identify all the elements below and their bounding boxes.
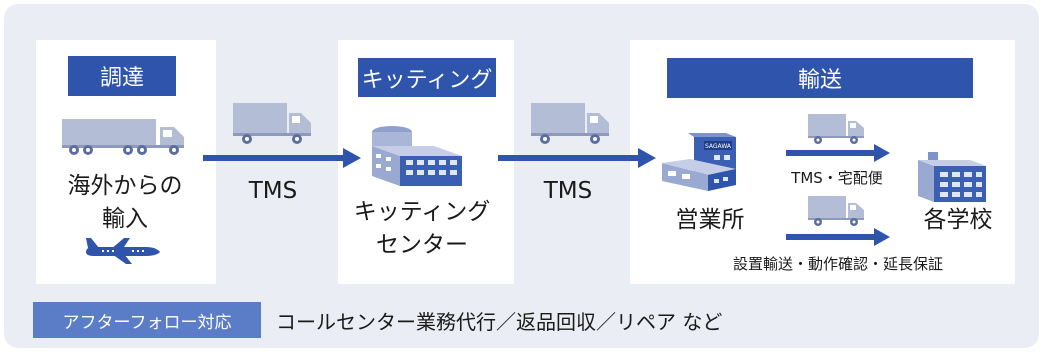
after-follow-text: コールセンター業務代行／返品回収／リペア など bbox=[276, 310, 723, 334]
airplane-icon bbox=[86, 238, 160, 264]
arrow-icon bbox=[498, 148, 656, 168]
truck-icon bbox=[808, 114, 864, 144]
link-label-tms-2: TMS bbox=[543, 178, 593, 204]
procurement-header: 調達 bbox=[68, 56, 176, 96]
origin-label: 営業所 bbox=[675, 207, 745, 233]
kitting-center-building-icon bbox=[372, 126, 462, 186]
arrow-icon bbox=[786, 144, 890, 162]
sales-office-building-icon: SAGAWA bbox=[662, 133, 736, 191]
procurement-label-line2: 輸入 bbox=[102, 206, 148, 232]
destination-label: 各学校 bbox=[923, 207, 993, 233]
arrow-icon bbox=[786, 228, 890, 246]
trailer-truck-icon bbox=[62, 119, 184, 155]
route2-label: 設置輸送・動作確認・延長保証 bbox=[732, 255, 943, 273]
link-label-tms-1: TMS bbox=[248, 178, 298, 204]
procurement-label: 海外からの 輸入 bbox=[40, 170, 210, 236]
kitting-label-line2: センター bbox=[376, 232, 468, 258]
truck-icon bbox=[531, 103, 609, 144]
transport-header: 輸送 bbox=[667, 58, 973, 98]
procurement-label-line1: 海外からの bbox=[67, 173, 183, 199]
kitting-label: キッティング センター bbox=[334, 196, 510, 262]
after-follow-badge: アフターフォロー対応 bbox=[33, 302, 261, 338]
kitting-label-line1: キッティング bbox=[353, 199, 491, 225]
truck-icon bbox=[808, 196, 864, 226]
truck-icon bbox=[233, 103, 311, 144]
school-building-icon bbox=[918, 152, 986, 202]
kitting-header: キッティング bbox=[358, 58, 496, 97]
route1-label: TMS・宅配便 bbox=[791, 169, 883, 187]
sagawa-sign: SAGAWA bbox=[705, 143, 732, 150]
arrow-icon bbox=[203, 148, 361, 168]
